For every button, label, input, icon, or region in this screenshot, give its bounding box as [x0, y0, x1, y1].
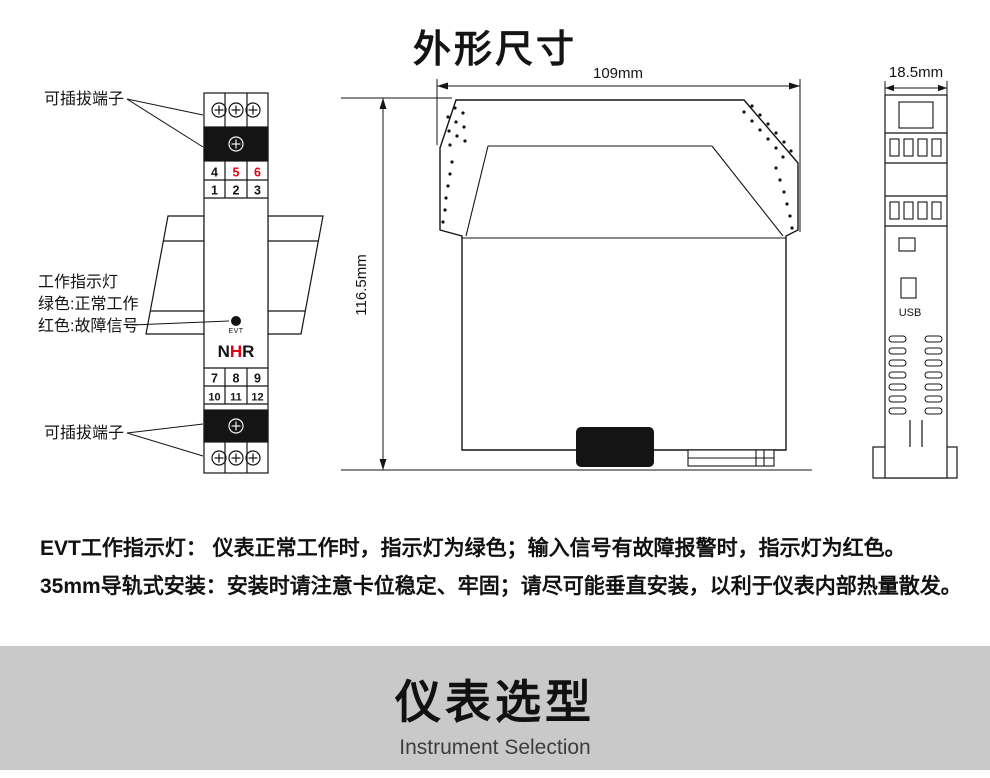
led-label: EVT: [228, 328, 243, 335]
width-dimension: 109mm: [436, 65, 801, 232]
callout-indicator-line1: 工作指示灯: [38, 273, 118, 291]
terminal-number-1: 1: [211, 184, 218, 198]
terminal-number-4: 4: [211, 166, 218, 180]
terminal-number-grid-top: 4 5 6 1 2 3: [204, 161, 268, 199]
bottom-terminal-black-band: [203, 409, 269, 443]
din-clip-slider: [687, 449, 775, 467]
din-rail: [145, 215, 324, 335]
brand-letter-h: H: [230, 342, 242, 361]
terminal-slots-top: [889, 138, 942, 157]
usb-port: [900, 277, 917, 299]
banner-subtitle: Instrument Selection: [399, 736, 591, 759]
front-view: 4 5 6 1 2 3 EVT NHR 7 8 9 10: [145, 92, 324, 474]
callout-top-terminal: 可插拔端子: [44, 90, 124, 108]
callout-indicator-line3: 红色:故障信号: [38, 317, 138, 335]
vent-dots: [441, 104, 794, 230]
note-rail-mounting: 35mm导轨式安装：安装时请注意卡位稳定、牢固；请尽可能垂直安装，以利于仪表内部…: [40, 575, 962, 598]
brand-letter-n: N: [218, 342, 230, 361]
terminal-number-8: 8: [233, 372, 240, 386]
side-rear-view: USB: [872, 94, 958, 479]
section-banner: 仪表选型 Instrument Selection: [0, 646, 990, 770]
terminal-number-9: 9: [254, 372, 261, 386]
terminal-number-2: 2: [233, 184, 240, 198]
terminal-number-12: 12: [251, 392, 263, 404]
terminal-number-11: 11: [230, 392, 242, 404]
brand-letter-r: R: [242, 342, 254, 361]
top-clip-window: [898, 101, 934, 129]
callouts: 可插拔端子 工作指示灯 绿色:正常工作 红色:故障信号 可插拔端子: [38, 90, 230, 457]
vent-slots: [888, 335, 943, 415]
depth-dimension-label: 18.5mm: [889, 64, 943, 81]
dimensions: 109mm 116.5mm 18.5mm: [341, 64, 948, 471]
terminal-number-5: 5: [233, 166, 240, 180]
terminal-slots-mid: [889, 201, 942, 220]
din-clip-lock: [576, 427, 654, 467]
height-dimension-label: 116.5mm: [353, 254, 370, 315]
status-led: EVT: [228, 316, 243, 335]
dimension-diagram: 4 5 6 1 2 3 EVT NHR 7 8 9 10: [38, 64, 958, 479]
terminal-number-3: 3: [254, 184, 261, 198]
terminal-number-grid-bottom: 7 8 9 10 11 12: [204, 367, 268, 405]
terminal-number-7: 7: [211, 372, 218, 386]
callout-indicator-line2: 绿色:正常工作: [38, 295, 138, 313]
page-title: 外形尺寸: [412, 29, 577, 71]
bottom-terminal-screws: [211, 442, 261, 473]
top-terminal-black-band: [203, 126, 269, 162]
terminal-number-6: 6: [254, 166, 261, 180]
brand-logo: NHR: [218, 342, 255, 361]
banner-title: 仪表选型: [395, 676, 595, 728]
notes: EVT工作指示灯： 仪表正常工作时，指示灯为绿色；输入信号有故障报警时，指示灯为…: [40, 530, 970, 606]
top-terminal-screws: [211, 93, 261, 127]
enclosure-outline: [439, 99, 799, 451]
usb-label: USB: [899, 307, 922, 319]
note-evt-indicator: EVT工作指示灯： 仪表正常工作时，指示灯为绿色；输入信号有故障报警时，指示灯为…: [40, 537, 906, 560]
terminal-number-10: 10: [208, 392, 220, 404]
height-dimension: 116.5mm: [341, 97, 812, 471]
config-window: [898, 237, 916, 252]
side-profile-view: [439, 99, 799, 467]
depth-dimension: 18.5mm: [884, 64, 948, 95]
callout-bottom-terminal: 可插拔端子: [44, 424, 124, 442]
width-dimension-label: 109mm: [593, 65, 643, 82]
enclosure-inner-lines: [462, 145, 786, 239]
